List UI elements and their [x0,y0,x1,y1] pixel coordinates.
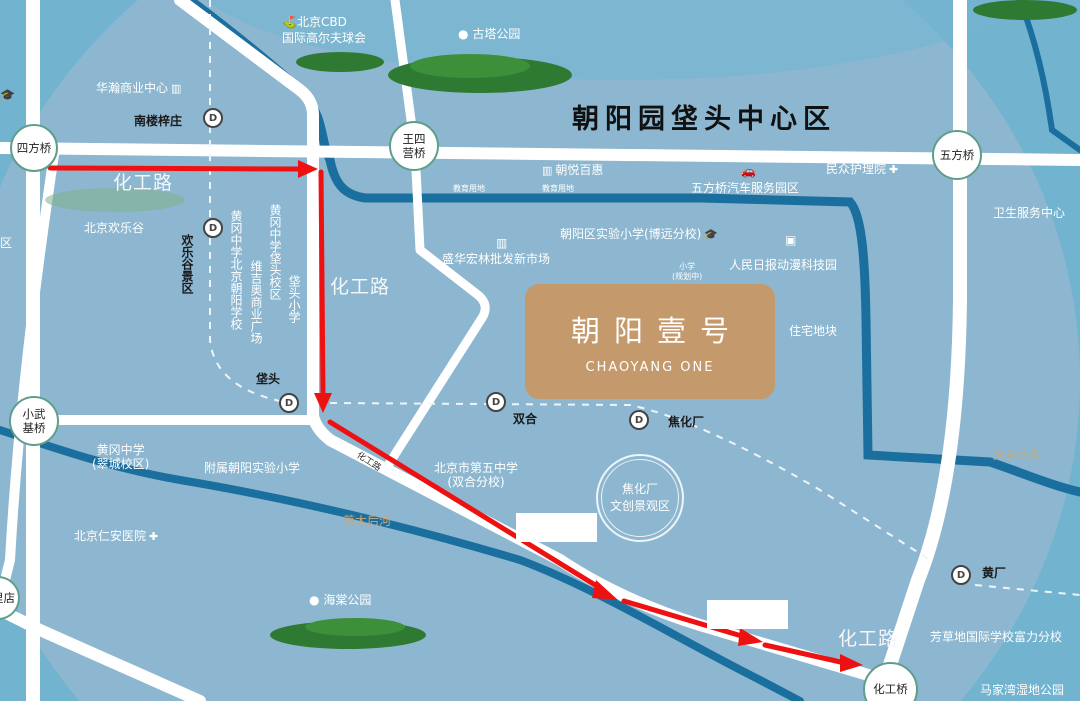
metro-logo-icon[interactable]: D [629,410,649,430]
road-label-huagong-east: 化工路 [838,628,899,650]
poi-chaoyue: ▥朝悦百惠 [542,163,604,177]
bridge-label: 里店 [0,591,15,605]
metro-station-fatou[interactable]: 垡头 [256,372,281,386]
bridge-label: 王四营桥 [402,132,426,160]
poi-huanggang-chaoyang: 黄冈中学北京朝阳学校 [229,210,243,330]
metro-logo-icon[interactable]: D [203,218,223,238]
project-marker[interactable]: 朝阳壹号 CHAOYANG ONE [525,284,775,399]
poi-no5-middle: 北京市第五中学(双合分校) [434,461,519,489]
poi-huanggang-fatou: 黄冈中学垡头校区 [268,204,282,300]
poi-haitang-park: ● 海棠公园 [309,593,372,607]
metro-station-jiaohuachang[interactable]: 焦化厂 [668,415,705,429]
redaction-box [707,600,788,629]
river-label-dayang: 大羊坊沟 [993,448,1042,462]
metro-logo-icon[interactable]: D [279,393,299,413]
bridge-label: 小武基桥 [22,407,46,435]
car-icon: 🚗 [741,164,756,178]
poi-majiawan: 马家湾湿地公园 [980,683,1065,697]
poi-left-edge-qu: 区 [0,236,13,250]
tv-icon: ▣ [785,233,797,247]
project-name-en: CHAOYANG ONE [585,360,715,375]
jiaohua-cultural-area[interactable]: 焦化厂文创景观区 [596,454,684,542]
graduation-cap-icon: 🎓 [704,228,719,241]
bridge-node-huagong[interactable]: 化工桥 [863,662,918,701]
poi-renan-hospital: 北京仁安医院✚ [74,529,159,543]
building-icon: ▥ [542,164,553,177]
bridge-label: 化工桥 [873,682,908,696]
bridge-node-wufang[interactable]: 五方桥 [932,130,982,180]
poi-huahan: 华瀚商业中心▥ [96,81,182,95]
bridge-node-xiaowuji[interactable]: 小武基桥 [9,396,59,446]
bridge-label: 五方桥 [939,148,975,162]
metro-station-huangchang[interactable]: 黄厂 [982,566,1007,580]
road-label-huagong-vertical: 化工路 [330,276,391,298]
bridge-node-sifang[interactable]: 四方桥 [10,124,58,172]
poi-minzhong-nursing: 民众护理院✚ [826,162,899,176]
redaction-box [516,513,597,542]
poi-residential-plot: 住宅地块 [789,324,838,338]
poi-peoples-daily-park: 人民日报动漫科技园 [729,258,838,272]
poi-health-center: 卫生服务中心 [993,206,1066,220]
metro-logo-icon[interactable]: D [486,392,506,412]
golfer-icon: ⛳ [282,15,297,29]
poi-shenghua-market: 盛华宏林批发新市场 [442,252,551,266]
tree-pin-icon: ● [309,593,320,607]
poi-fangcaodi: 芳草地国际学校富力分校 [930,630,1063,644]
bridge-node-wangsiying[interactable]: 王四营桥 [389,121,439,171]
metro-logo-icon[interactable]: D [951,565,971,585]
poi-wufang-auto: 五方桥汽车服务园区 [691,181,800,195]
region-title: 朝阳园垡头中心区 [572,104,836,135]
plus-cross-icon: ✚ [149,530,159,543]
metro-station-shuanghe[interactable]: 双合 [513,412,538,426]
poi-affiliated-primary: 附属朝阳实验小学 [204,461,301,475]
poi-edu-land-1: 教育用地 [453,184,485,193]
poi-cbd-golf-line2: 国际高尔夫球会 [282,31,367,45]
building-icon: ▥ [171,82,182,95]
poi-fatou-primary: 垡头小学 [287,275,301,323]
bridge-label: 四方桥 [16,141,52,155]
building-icon: ▥ [496,236,508,250]
poi-huanggang-cuicheng: 黄冈中学(翠城校区) [92,443,150,471]
poi-weijiao-plaza: 维吉奥商业广场 [249,260,263,344]
poi-experimental-primary: 朝阳区实验小学(博远分校)🎓 [560,227,719,241]
poi-happy-valley: 北京欢乐谷 [84,221,145,235]
road-label-huagong-west: 化工路 [113,172,174,194]
graduation-cap-icon: 🎓 [0,88,15,102]
poi-edu-land-2: 教育用地 [542,184,574,193]
project-name-zh: 朝阳壹号 [570,314,743,348]
poi-planned-school: 小学(规划中) [672,262,703,281]
plus-cross-icon: ✚ [889,163,899,176]
metro-logo-icon[interactable]: D [203,108,223,128]
poi-cbd-golf: ⛳北京CBD [282,15,347,29]
tree-pin-icon: ● [458,27,469,41]
poi-guta-park: ● 古塔公园 [458,27,521,41]
metro-station-huanlegu[interactable]: 欢乐谷景区 [180,234,194,294]
metro-station-nanlouzizhuang[interactable]: 南楼梓庄 [134,114,183,128]
river-label-xiaotaihou: 萧太后河 [343,514,392,528]
